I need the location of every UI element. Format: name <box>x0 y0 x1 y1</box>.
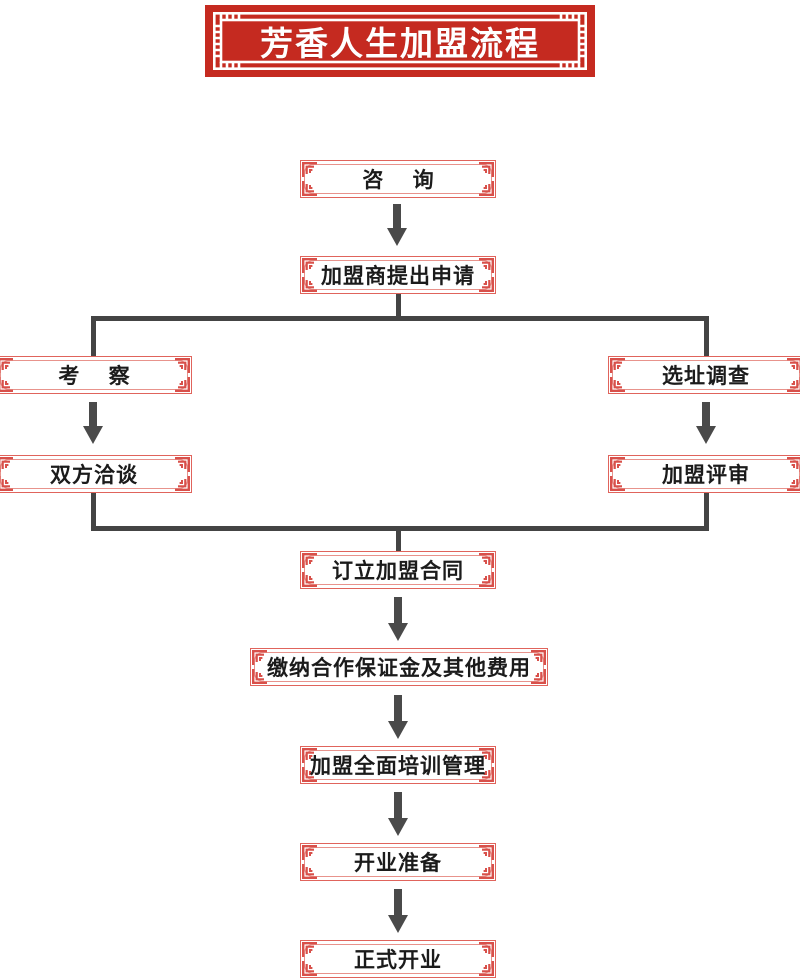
arrow-down-icon <box>387 204 407 246</box>
node-label: 咨 询 <box>362 168 446 192</box>
node-label: 加盟评审 <box>662 463 750 487</box>
ornament-corner-icon <box>302 553 317 568</box>
arrow-down-icon <box>388 695 408 739</box>
ornament-corner-icon <box>479 553 494 568</box>
node-sign-contract[interactable]: 订立加盟合同 <box>300 551 496 589</box>
ornament-corner-icon <box>0 358 13 373</box>
ornament-corner-icon <box>479 258 494 273</box>
ornament-corner-icon <box>175 457 190 472</box>
node-label: 缴纳合作保证金及其他费用 <box>267 656 531 680</box>
ornament-corner-icon <box>302 961 317 976</box>
ornament-corner-icon <box>302 942 317 957</box>
ornament-corner-icon <box>479 277 494 292</box>
arrow-down-icon <box>388 889 408 933</box>
ornament-corner-icon <box>175 358 190 373</box>
node-submit-application[interactable]: 加盟商提出申请 <box>300 256 496 294</box>
ornament-corner-icon <box>787 457 800 472</box>
ornament-corner-icon <box>610 457 625 472</box>
ornament-corner-icon <box>479 181 494 196</box>
node-consult[interactable]: 咨 询 <box>300 160 496 198</box>
ornament-corner-icon <box>252 650 267 665</box>
arrow-down-icon <box>388 792 408 836</box>
node-label: 开业准备 <box>354 851 442 875</box>
connector-split-drop-left <box>91 316 96 360</box>
ornament-corner-icon <box>531 669 546 684</box>
connector-merge-rise-left <box>91 491 96 531</box>
ornament-corner-icon <box>610 476 625 491</box>
connector-split-drop-right <box>704 316 709 360</box>
ornament-corner-icon <box>302 162 317 177</box>
arrow-down-icon <box>388 597 408 641</box>
arrow-down-icon <box>696 402 716 444</box>
ornament-corner-icon <box>252 669 267 684</box>
ornament-corner-icon <box>479 864 494 879</box>
ornament-corner-icon <box>0 476 13 491</box>
node-label: 正式开业 <box>354 948 442 972</box>
connector-split-bar <box>91 316 709 321</box>
ornament-corner-icon <box>302 572 317 587</box>
ornament-corner-icon <box>479 961 494 976</box>
ornament-corner-icon <box>302 845 317 860</box>
node-location-survey[interactable]: 选址调查 <box>608 356 800 394</box>
ornament-corner-icon <box>302 181 317 196</box>
node-label: 双方洽谈 <box>50 463 138 487</box>
ornament-corner-icon <box>787 377 800 392</box>
node-site-visit[interactable]: 考 察 <box>0 356 192 394</box>
ornament-corner-icon <box>302 864 317 879</box>
ornament-corner-icon <box>0 457 13 472</box>
connector-split-stem <box>395 294 401 318</box>
ornament-corner-icon <box>787 476 800 491</box>
page-title: 芳香人生加盟流程 <box>260 27 540 63</box>
node-label: 订立加盟合同 <box>332 559 464 583</box>
ornament-corner-icon <box>479 572 494 587</box>
connector-merge-rise-right <box>704 491 709 531</box>
node-pay-deposit[interactable]: 缴纳合作保证金及其他费用 <box>250 648 548 686</box>
ornament-corner-icon <box>479 845 494 860</box>
node-franchise-review[interactable]: 加盟评审 <box>608 455 800 493</box>
ornament-corner-icon <box>787 358 800 373</box>
ornament-corner-icon <box>302 277 317 292</box>
ornament-corner-icon <box>302 258 317 273</box>
ornament-corner-icon <box>531 650 546 665</box>
ornament-corner-icon <box>479 162 494 177</box>
ornament-corner-icon <box>610 358 625 373</box>
ornament-corner-icon <box>610 377 625 392</box>
node-negotiation[interactable]: 双方洽谈 <box>0 455 192 493</box>
ornament-corner-icon <box>175 476 190 491</box>
connector-merge-stem <box>395 526 401 553</box>
arrow-down-icon <box>83 402 103 444</box>
node-label: 选址调查 <box>662 364 750 388</box>
node-opening-preparation[interactable]: 开业准备 <box>300 843 496 881</box>
ornament-corner-icon <box>479 942 494 957</box>
node-label: 加盟全面培训管理 <box>310 754 486 778</box>
node-grand-opening[interactable]: 正式开业 <box>300 940 496 978</box>
ornament-corner-icon <box>0 377 13 392</box>
title-banner: 芳香人生加盟流程 <box>205 5 595 77</box>
node-label: 考 察 <box>58 364 142 388</box>
node-label: 加盟商提出申请 <box>321 264 475 288</box>
node-training[interactable]: 加盟全面培训管理 <box>300 746 496 784</box>
ornament-corner-icon <box>175 377 190 392</box>
